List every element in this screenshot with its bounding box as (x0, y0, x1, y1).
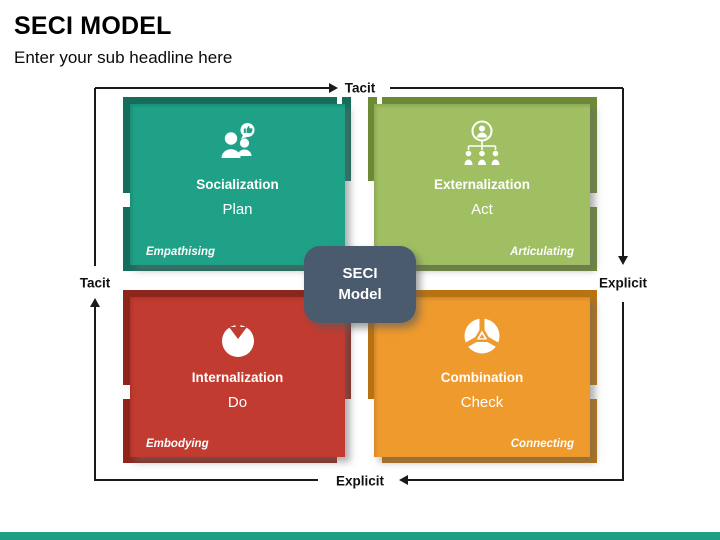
quadrant-caption: Embodying (146, 438, 209, 450)
quadrant-title: Socialization (196, 177, 279, 192)
flow-line-bottom-left (95, 479, 318, 481)
axis-label-explicit-bottom: Explicit (330, 473, 390, 489)
quadrant-card-externalization: Externalization Act Articulating (368, 97, 598, 271)
org-chart-icon (459, 117, 505, 169)
axis-label-tacit-left: Tacit (74, 275, 116, 291)
arrow-into-circle-icon (216, 310, 260, 362)
quadrant-title: Externalization (433, 177, 531, 192)
quadrant-action: Do (227, 394, 248, 411)
card-accent-strip (368, 97, 377, 181)
flow-line-top-right (390, 87, 623, 89)
quadrant-title: Internalization (191, 370, 284, 385)
flow-line-bottom-right (408, 479, 623, 481)
flow-line-right-top (622, 88, 624, 256)
quadrant-caption: Empathising (146, 246, 216, 258)
quadrant-card-combination: Combination Check Connecting (368, 290, 598, 463)
card-notch (590, 192, 598, 207)
axis-label-tacit-top: Tacit (339, 80, 381, 96)
quadrant-card-socialization: Socialization Plan Empathising (122, 97, 351, 271)
card-notch (122, 192, 130, 207)
quadrant-action: Act (471, 201, 493, 218)
flow-line-left-top (94, 88, 96, 266)
page-subtitle: Enter your sub headline here (14, 48, 233, 67)
card-notch (590, 385, 598, 399)
flow-line-left-bottom (94, 306, 96, 481)
arrowhead-left-up-icon (90, 298, 100, 307)
seci-center-box: SECI Model (304, 246, 416, 323)
arrowhead-bottom-left-icon (399, 475, 408, 485)
flow-line-right-bottom (622, 302, 624, 481)
arrowhead-right-down-icon (618, 256, 628, 265)
card-accent-strip (342, 300, 351, 400)
card-accent-strip (368, 300, 377, 400)
arrowhead-top-right-icon (329, 83, 338, 93)
quadrant-caption: Connecting (510, 438, 574, 450)
card-notch (122, 385, 130, 399)
quadrant-action: Plan (222, 201, 253, 218)
quadrant-caption: Articulating (510, 246, 574, 258)
page-title: SECI MODEL (14, 12, 172, 40)
quadrant-action: Check (460, 394, 504, 411)
trefoil-icon (459, 310, 505, 362)
quadrant-card-internalization: Internalization Do Embodying (122, 290, 351, 463)
footer-accent-bar (0, 532, 720, 540)
flow-line-top-left (95, 87, 330, 89)
quadrant-title: Combination (440, 370, 524, 385)
people-chat-icon (214, 117, 262, 169)
axis-label-explicit-right: Explicit (593, 275, 653, 291)
card-accent-strip (342, 97, 351, 181)
